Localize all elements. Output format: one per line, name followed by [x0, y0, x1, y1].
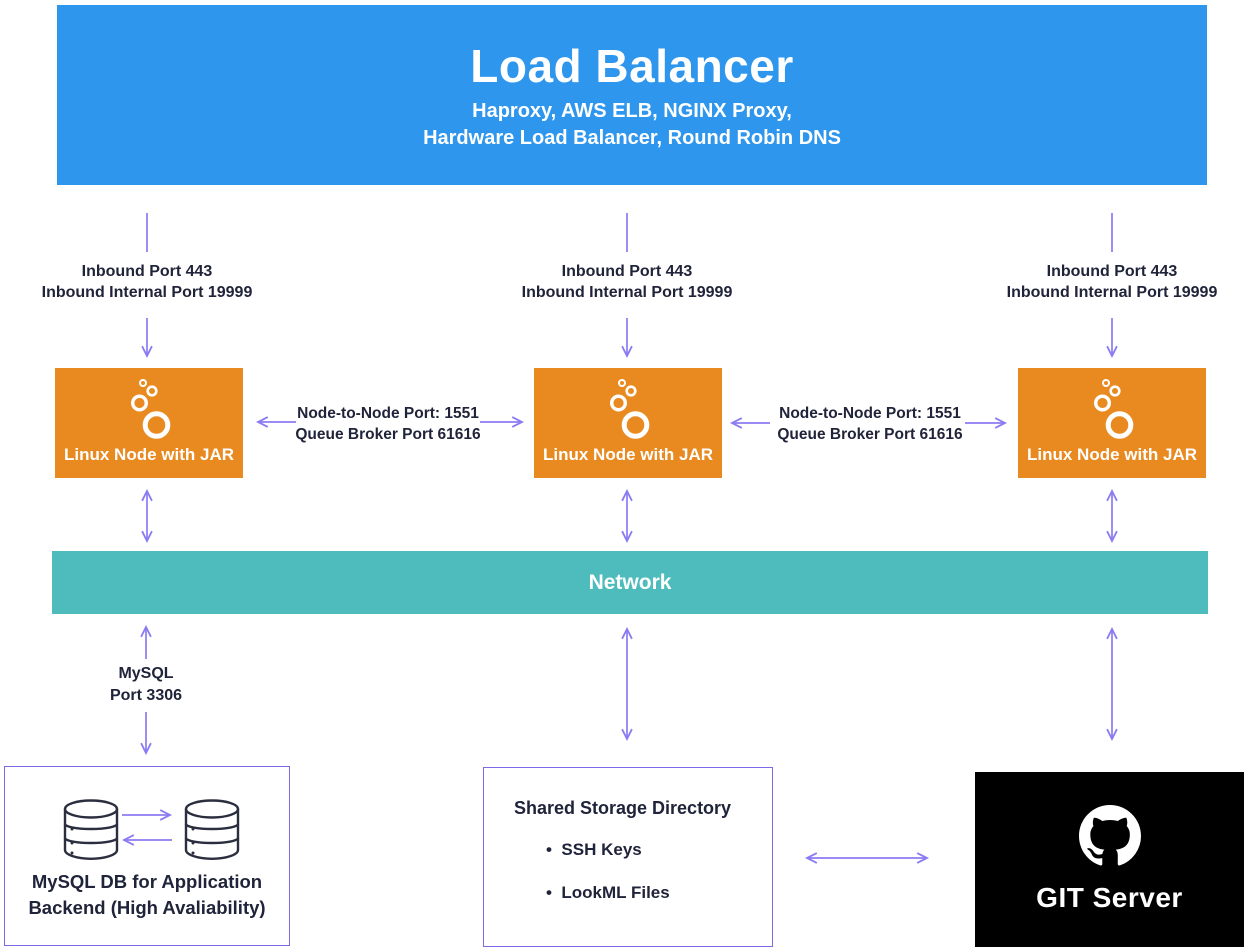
- node-link-label-right: Node-to-Node Port: 1551 Queue Broker Por…: [755, 403, 985, 445]
- inbound-internal-port-19999: Inbound Internal Port 19999: [1006, 284, 1218, 301]
- storage-item-ssh-keys: SSH Keys: [546, 839, 772, 861]
- load-balancer-title: Load Balancer: [470, 40, 794, 92]
- queue-broker-port: Queue Broker Port 61616: [777, 426, 963, 443]
- inbound-ports-label-middle: Inbound Port 443 Inbound Internal Port 1…: [477, 261, 777, 303]
- git-server-label: GIT Server: [1036, 882, 1183, 913]
- network-label: Network: [588, 570, 672, 594]
- inbound-port-443: Inbound Port 443: [81, 263, 213, 280]
- database-icon: [63, 799, 119, 861]
- mysql-db-box: MySQL DB for Application Backend (High A…: [4, 766, 290, 946]
- git-server-box: GIT Server: [975, 772, 1244, 947]
- node-to-node-port: Node-to-Node Port: 1551: [779, 405, 961, 422]
- inbound-port-443: Inbound Port 443: [561, 263, 693, 280]
- node-label: Linux Node with JAR: [1027, 445, 1197, 464]
- mysql-db-caption-line2: Backend (High Avaliability): [28, 897, 266, 918]
- node-label: Linux Node with JAR: [64, 445, 234, 464]
- node-link-label-left: Node-to-Node Port: 1551 Queue Broker Por…: [273, 403, 503, 445]
- shared-storage-title: Shared Storage Directory: [514, 798, 732, 818]
- mysql-port-3306: Port 3306: [109, 687, 183, 704]
- inbound-ports-label-left: Inbound Port 443 Inbound Internal Port 1…: [0, 261, 297, 303]
- load-balancer-subtitle-line1: Haproxy, AWS ELB, NGINX Proxy,: [472, 100, 792, 122]
- node-label: Linux Node with JAR: [543, 445, 713, 464]
- mysql-db-caption: MySQL DB for Application Backend (High A…: [5, 869, 289, 921]
- queue-broker-port: Queue Broker Port 61616: [295, 426, 481, 443]
- inbound-port-443: Inbound Port 443: [1046, 263, 1178, 280]
- mysql-db-caption-line1: MySQL DB for Application: [31, 871, 263, 892]
- load-balancer-box: Load Balancer Haproxy, AWS ELB, NGINX Pr…: [57, 5, 1207, 185]
- shared-storage-box: Shared Storage Directory SSH Keys LookML…: [483, 767, 773, 947]
- looker-icon: [130, 379, 171, 439]
- linux-node-box-2: Linux Node with JAR: [534, 368, 722, 478]
- node-to-node-port: Node-to-Node Port: 1551: [297, 405, 479, 422]
- inbound-internal-port-19999: Inbound Internal Port 19999: [521, 284, 733, 301]
- network-bar: Network: [52, 551, 1208, 614]
- github-icon: [1078, 805, 1141, 866]
- looker-icon: [1093, 379, 1134, 439]
- load-balancer-subtitle-line2: Hardware Load Balancer, Round Robin DNS: [423, 127, 841, 149]
- linux-node-box-1: Linux Node with JAR: [55, 368, 243, 478]
- database-icon: [184, 799, 240, 861]
- looker-icon: [609, 379, 650, 439]
- load-balancer-subtitle: Haproxy, AWS ELB, NGINX Proxy, Hardware …: [57, 98, 1207, 152]
- mysql-label: MySQL: [118, 665, 174, 682]
- shared-storage-list: SSH Keys LookML Files: [514, 839, 772, 904]
- storage-item-lookml-files: LookML Files: [546, 882, 772, 904]
- linux-node-box-3: Linux Node with JAR: [1018, 368, 1206, 478]
- inbound-internal-port-19999: Inbound Internal Port 19999: [41, 284, 253, 301]
- mysql-port-label: MySQL Port 3306: [66, 663, 226, 707]
- inbound-ports-label-right: Inbound Port 443 Inbound Internal Port 1…: [962, 261, 1251, 303]
